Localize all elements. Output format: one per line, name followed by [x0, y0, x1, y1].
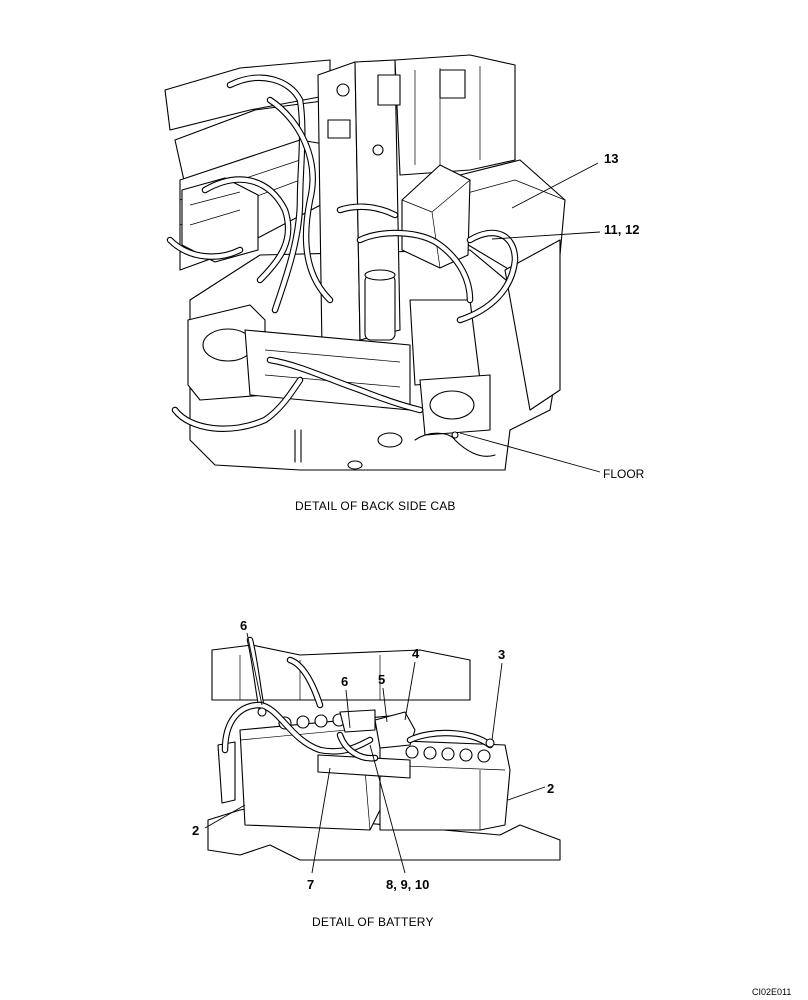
leader-6a [246, 632, 263, 706]
callout-11-12: 11, 12 [604, 222, 639, 237]
leader-7 [311, 767, 331, 874]
caption-battery: DETAIL OF BATTERY [312, 915, 434, 929]
callout-4: 4 [412, 646, 420, 661]
battery-illustration [207, 636, 561, 861]
leader-2-right [507, 786, 546, 801]
back-side-cab-illustration [164, 54, 566, 471]
callout-6a: 6 [240, 618, 247, 633]
leader-5 [382, 687, 388, 723]
callout-2-left: 2 [192, 823, 199, 838]
leader-13 [511, 162, 599, 209]
callout-3: 3 [498, 647, 505, 662]
leader-4 [404, 661, 416, 721]
callout-13: 13 [604, 151, 618, 166]
caption-back-side-cab: DETAIL OF BACK SIDE CAB [295, 499, 456, 513]
leader-11-12 [491, 231, 601, 240]
callout-5: 5 [378, 672, 385, 687]
callout-2-right: 2 [547, 781, 554, 796]
callout-7: 7 [307, 877, 314, 892]
leader-3 [491, 662, 503, 741]
leader-floor [459, 432, 601, 473]
leader-8-9-10 [369, 744, 406, 874]
leader-6b [345, 689, 351, 729]
leader-2-left [204, 804, 246, 829]
callout-8-9-10: 8, 9, 10 [386, 877, 429, 892]
callout-floor: FLOOR [603, 467, 645, 481]
drawing-code: CI02E011 [752, 987, 791, 997]
callout-6b: 6 [341, 674, 348, 689]
